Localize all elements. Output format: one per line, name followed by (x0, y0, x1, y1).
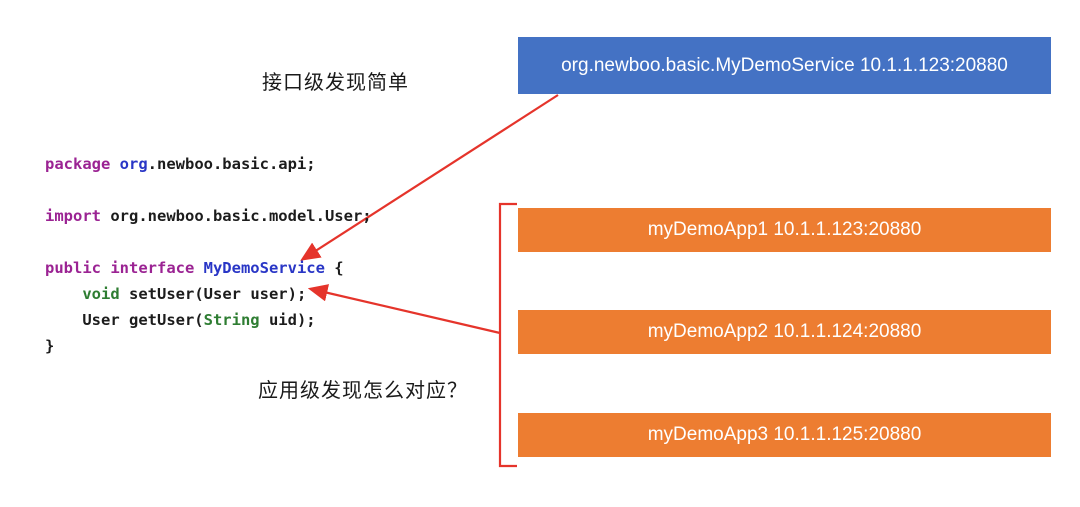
code-line: public interface MyDemoService { (45, 255, 372, 281)
interface-discovery-label: 接口级发现简单 (262, 72, 409, 94)
service-registration-box: org.newboo.basic.MyDemoService 10.1.1.12… (518, 37, 1051, 94)
code-line: package org.newboo.basic.api; (45, 151, 372, 177)
code-line: } (45, 333, 372, 359)
code-token: package (45, 155, 120, 173)
code-token: import (45, 207, 111, 225)
code-token: User getUser( (45, 311, 204, 329)
apps-brace (498, 202, 517, 468)
code-token: } (45, 337, 55, 355)
code-line (45, 177, 372, 203)
code-token (45, 285, 82, 303)
code-line: User getUser(String uid); (45, 307, 372, 333)
app-box-1: myDemoApp1 10.1.1.123:20880 (518, 208, 1051, 252)
code-token: .newboo.basic.api; (147, 155, 316, 173)
code-token: void (82, 285, 129, 303)
app-discovery-label: 应用级发现怎么对应？ (258, 380, 468, 402)
code-token: MyDemoService (203, 259, 325, 277)
code-token: public interface (45, 259, 204, 277)
code-line: import org.newboo.basic.model.User; (45, 203, 372, 229)
code-line: void setUser(User user); (45, 281, 372, 307)
app-box-2: myDemoApp2 10.1.1.124:20880 (518, 310, 1051, 354)
code-token: { (324, 259, 344, 277)
code-token: setUser(User user); (129, 285, 307, 303)
code-block: package org.newboo.basic.api; import org.… (45, 151, 372, 359)
code-token: String (203, 311, 260, 329)
code-token: org (119, 155, 148, 173)
code-token: org.newboo.basic.model.User; (110, 207, 372, 225)
app-box-3: myDemoApp3 10.1.1.125:20880 (518, 413, 1051, 457)
code-token: uid); (259, 311, 316, 329)
code-line (45, 229, 372, 255)
